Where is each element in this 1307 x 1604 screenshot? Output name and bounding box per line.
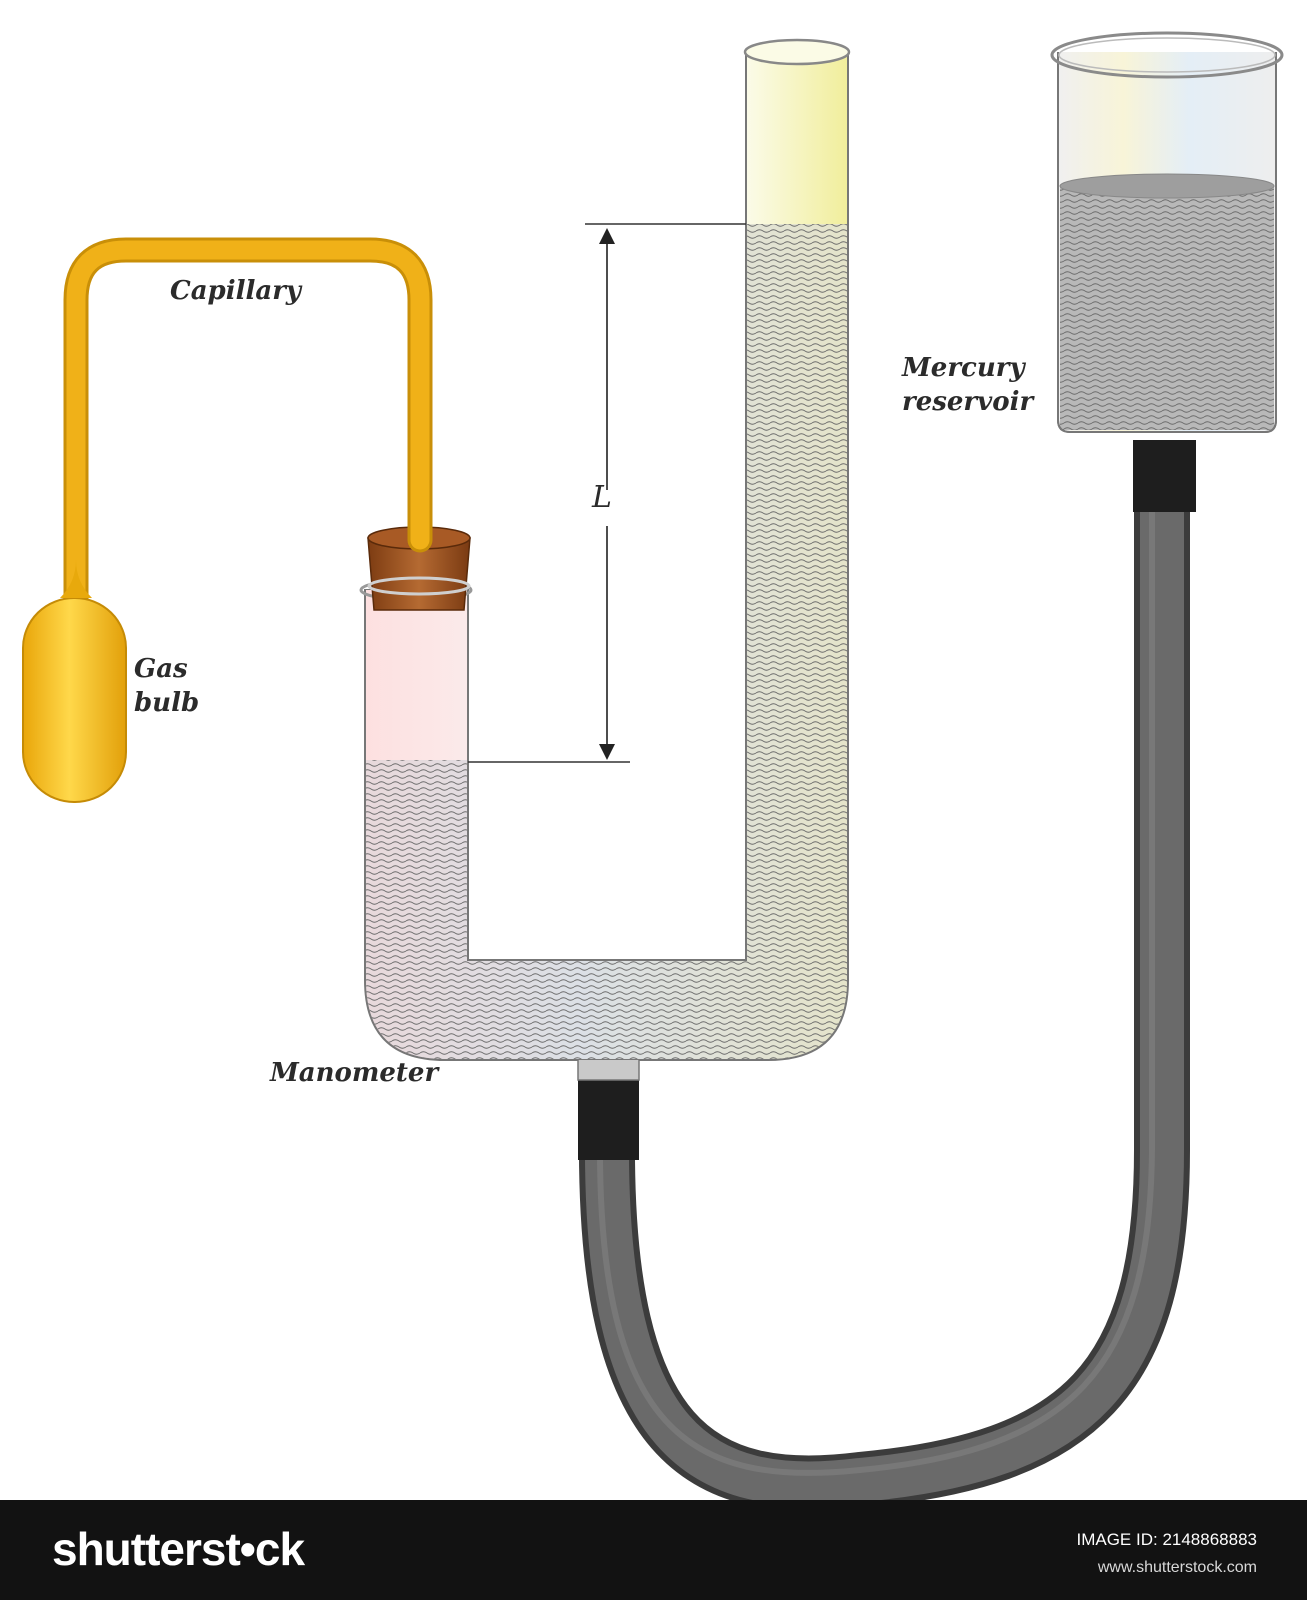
footer-url[interactable]: www.shutterstock.com bbox=[1097, 1559, 1257, 1576]
mercury-label-line1: Mercury bbox=[902, 353, 1025, 383]
manometer bbox=[359, 38, 851, 1081]
mercury-reservoir bbox=[1050, 31, 1284, 433]
footer-logo: shutterst•ck bbox=[52, 1523, 305, 1575]
manometer-label: Manometer bbox=[270, 1058, 439, 1088]
dimension-label: L bbox=[592, 480, 612, 515]
dimension-L bbox=[468, 223, 746, 763]
gas-bulb-label-line2: bulb bbox=[134, 688, 200, 718]
gas-bulb bbox=[22, 560, 127, 803]
mercury-reservoir-label: Mercury reservoir bbox=[902, 351, 1033, 419]
stock-footer: shutterst•ck IMAGE ID: 2148868883 www.sh… bbox=[0, 1500, 1307, 1600]
capillary-tube bbox=[63, 237, 433, 653]
tubing-collar-bottom bbox=[578, 1080, 639, 1160]
gas-bulb-label: Gas bulb bbox=[134, 652, 199, 720]
capillary-label: Capillary bbox=[170, 276, 302, 306]
tubing-collar-top bbox=[1133, 440, 1196, 512]
gas-bulb-label-line1: Gas bbox=[134, 654, 188, 684]
footer-image-id: IMAGE ID: 2148868883 bbox=[1076, 1530, 1257, 1549]
mercury-label-line2: reservoir bbox=[902, 387, 1034, 417]
